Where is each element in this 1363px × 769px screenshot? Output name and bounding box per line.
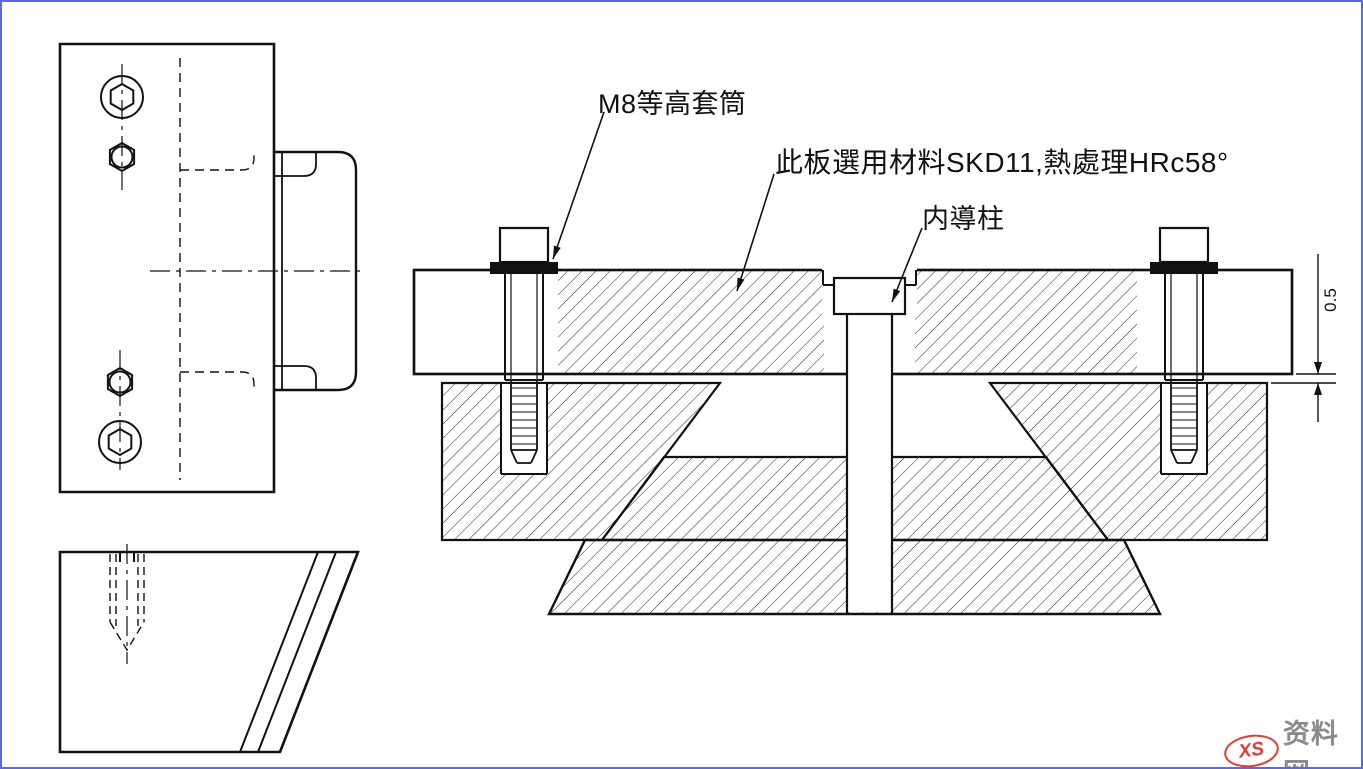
leader-lines <box>552 111 923 303</box>
hex-socket <box>107 427 133 457</box>
bolt-head <box>1158 226 1210 264</box>
chamfer-edge <box>257 551 337 753</box>
arrowhead <box>1314 383 1322 395</box>
callout-plate-material-label: 此板選用材料SKD11,熱處理HRc58° <box>775 147 1229 178</box>
arrowhead <box>553 245 561 259</box>
pillar-shaft-bore <box>847 314 892 612</box>
bolt-tip <box>1170 449 1198 464</box>
arrowhead <box>892 288 901 302</box>
arrowhead <box>1314 362 1322 374</box>
right-sleeve-bolt <box>1150 226 1218 464</box>
leader-guide-pin <box>891 227 923 303</box>
thread-lines <box>1171 387 1197 445</box>
arrowhead <box>737 277 745 291</box>
pillar-shaft <box>845 314 894 613</box>
block-outline <box>58 550 360 754</box>
sleeve-flange <box>490 262 558 274</box>
bolt-holes <box>500 384 1208 475</box>
rail-step-top <box>274 152 317 177</box>
thread-hole <box>110 145 134 169</box>
rail-step-bottom <box>274 365 317 390</box>
plate-hatch-left <box>558 270 824 374</box>
inner-guide-pillar <box>822 268 917 613</box>
callout-sleeve-label: M8等高套筒 <box>598 89 747 119</box>
dimension-0_5 <box>1271 254 1336 422</box>
bolt-head <box>498 226 550 264</box>
watermark-row: XS 资料网 <box>1222 712 1361 767</box>
chamfer-edge <box>239 551 319 753</box>
hex-socket <box>106 366 134 398</box>
plate-outline <box>58 42 276 494</box>
socket-holes <box>98 75 144 464</box>
counterbore-hole <box>98 420 142 464</box>
thread-lines <box>511 387 537 445</box>
leader-plate-note <box>736 173 775 292</box>
counterbore-hole <box>100 75 144 119</box>
sleeve-flange <box>1150 262 1218 274</box>
view-main-section <box>412 111 1336 616</box>
watermark-xs-logo-icon: XS <box>1222 731 1281 767</box>
callout-guide-pillar-label: 内導柱 <box>922 204 1005 234</box>
watermark: XS 资料网 ZL.XS1616.COM <box>1222 712 1361 767</box>
gap-dimension-value: 0.5 <box>1321 288 1340 312</box>
hex-socket <box>108 141 136 173</box>
hex-socket <box>109 82 135 112</box>
watermark-site-name: 资料网 <box>1282 719 1339 767</box>
hidden-lines <box>179 58 255 480</box>
view-top-plate <box>58 42 364 494</box>
bolt-tip <box>510 449 538 464</box>
hidden-tapped-hole <box>109 554 145 652</box>
plate-hatch-right <box>915 270 1137 374</box>
leader-sleeve <box>552 111 605 260</box>
view-side-block <box>58 544 360 754</box>
thread-hole <box>108 370 132 394</box>
center-lines <box>119 64 364 470</box>
left-sleeve-bolt <box>490 226 558 464</box>
